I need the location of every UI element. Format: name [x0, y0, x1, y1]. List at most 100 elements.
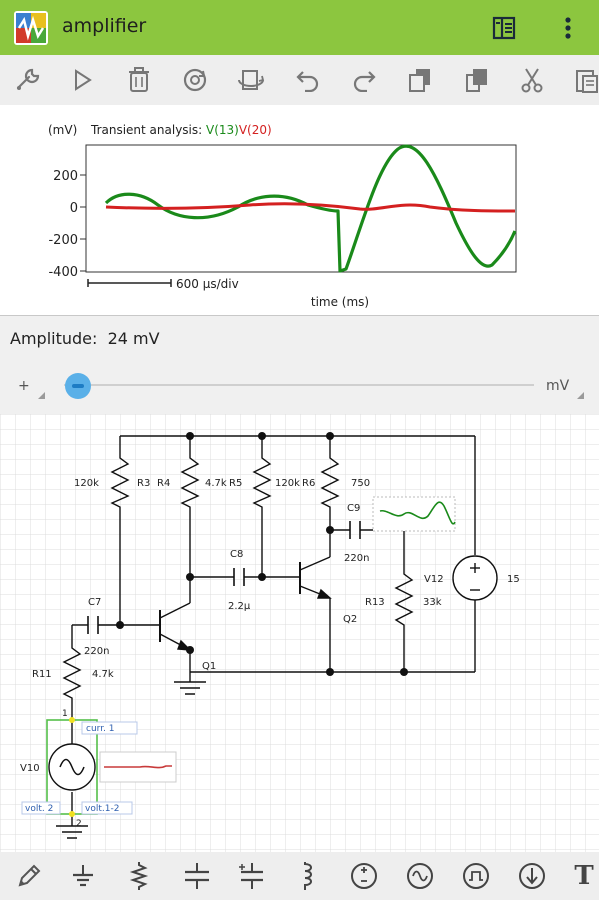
r4-name-label: R4 — [157, 478, 170, 489]
ground-symbol — [174, 681, 206, 695]
q2-name-label: Q2 — [343, 614, 357, 625]
edit-tool-button[interactable] — [10, 858, 48, 894]
redo-icon — [353, 71, 376, 92]
scope-probe-c9[interactable] — [372, 496, 456, 532]
junction-dots — [116, 432, 408, 676]
undo-button[interactable] — [289, 62, 327, 98]
parameter-panel: Amplitude: 24 mV + mV — [0, 316, 599, 414]
capacitor-c9[interactable] — [349, 521, 361, 539]
copy-button[interactable] — [458, 62, 496, 98]
schematic-canvas[interactable]: curr. 1 volt. 2 volt.1-2 120k R3 R4 4.7k… — [0, 414, 599, 852]
add-dc-source-button[interactable] — [345, 858, 383, 894]
ground-icon — [73, 865, 93, 887]
r5-name-label: R5 — [229, 478, 242, 489]
delete-button[interactable] — [120, 62, 158, 98]
rotate-button[interactable] — [232, 62, 270, 98]
r13-name-label: R13 — [365, 597, 385, 608]
add-resistor-button[interactable] — [120, 858, 158, 894]
transistor-q2[interactable] — [299, 556, 332, 599]
amplitude-slider-track[interactable] — [64, 384, 534, 386]
scope-probe-v10[interactable] — [99, 751, 177, 783]
r11-name-label: R11 — [32, 669, 52, 680]
rotate-icon — [238, 70, 265, 90]
resistor-r11[interactable] — [62, 642, 82, 700]
trace-v13 — [104, 144, 517, 273]
duplicate-icon — [409, 69, 430, 92]
capacitor-c7[interactable] — [87, 616, 99, 634]
capacitor-icon — [185, 863, 209, 889]
undo-icon — [296, 71, 319, 92]
sign-spinner[interactable]: + — [18, 378, 30, 394]
probe-curr-label: curr. 1 — [86, 724, 115, 734]
cut-button[interactable] — [513, 62, 551, 98]
redo-button[interactable] — [345, 62, 383, 98]
polar-capacitor-icon — [239, 863, 263, 889]
dc-source-v12[interactable] — [452, 555, 498, 601]
resistor-r3[interactable] — [110, 452, 130, 510]
transient-analysis-graph[interactable]: (mV) Transient analysis: V(13)V(20) 200 … — [0, 105, 599, 315]
graph-divider — [0, 315, 599, 316]
resistor-r5[interactable] — [252, 452, 272, 510]
reset-button[interactable] — [176, 62, 214, 98]
v12-value-label: 15 — [507, 574, 520, 585]
node1-label: 1 — [62, 709, 68, 719]
cut-icon — [521, 68, 543, 93]
add-inductor-button[interactable] — [288, 858, 326, 894]
settings-button[interactable] — [9, 62, 47, 98]
plot-frame — [85, 144, 517, 273]
add-pulse-source-button[interactable] — [457, 858, 495, 894]
graph-title-prefix: Transient analysis: — [90, 123, 206, 137]
unit-spinner[interactable]: mV — [546, 378, 569, 394]
duplicate-button[interactable] — [401, 62, 439, 98]
run-button[interactable] — [63, 62, 101, 98]
r13-value-label: 33k — [423, 597, 442, 608]
inductor-icon — [304, 862, 312, 890]
c8-value-label: 2.2µ — [228, 601, 251, 612]
add-ground-button[interactable] — [64, 858, 102, 894]
dc-source-icon — [351, 863, 377, 889]
add-capacitor-button[interactable] — [178, 858, 216, 894]
paste-icon — [576, 70, 598, 93]
overflow-menu-button[interactable] — [550, 10, 586, 46]
graph-unit-label: (mV) — [48, 123, 77, 137]
add-polar-capacitor-button[interactable] — [233, 858, 271, 894]
graph-title: Transient analysis: V(13)V(20) — [90, 123, 272, 137]
capacitor-c8[interactable] — [233, 568, 245, 586]
probe-tag-curr[interactable]: curr. 1 — [81, 721, 138, 735]
layout-icon — [492, 16, 516, 40]
resistor-r13[interactable] — [394, 568, 414, 630]
app-bar: amplifier — [0, 0, 599, 55]
resistor-r6[interactable] — [320, 452, 340, 510]
amplitude-value: 24 mV — [107, 329, 160, 348]
paste-button[interactable] — [568, 62, 599, 98]
probe-tag-volt12[interactable]: volt.1-2 — [81, 801, 133, 815]
x-axis-label: time (ms) — [311, 295, 369, 309]
probe-tag-volt[interactable]: volt. 2 — [21, 801, 61, 815]
amplitude-slider-thumb[interactable] — [65, 373, 92, 399]
unit-spinner-value: mV — [546, 378, 570, 394]
r6-name-label: R6 — [302, 478, 315, 489]
add-ac-source-button[interactable] — [401, 858, 439, 894]
c9-name-label: C9 — [347, 503, 360, 514]
current-source-icon — [519, 863, 545, 889]
probe-volt-label: volt. 2 — [25, 804, 53, 814]
add-current-source-button[interactable] — [513, 858, 551, 894]
probe-volt12-label: volt.1-2 — [85, 804, 119, 814]
layout-toggle-button[interactable] — [486, 10, 522, 46]
resistor-r4[interactable] — [180, 452, 200, 510]
reset-icon — [183, 68, 207, 92]
app-logo-icon — [14, 11, 48, 45]
trash-icon — [129, 67, 149, 92]
ac-source-v10[interactable] — [46, 717, 98, 817]
v12-name-label: V12 — [424, 574, 444, 585]
c9-value-label: 220n — [344, 553, 369, 564]
c7-value-label: 220n — [84, 646, 109, 657]
r3-name-label: R3 — [137, 478, 150, 489]
wrench-icon — [16, 68, 40, 90]
v10-name-label: V10 — [20, 763, 40, 774]
add-text-button[interactable]: T — [565, 858, 599, 894]
y-tick-label: -200 — [48, 233, 78, 248]
y-tick-label: 200 — [53, 169, 78, 184]
more-vert-icon — [565, 17, 571, 39]
sign-spinner-value: + — [18, 378, 30, 394]
